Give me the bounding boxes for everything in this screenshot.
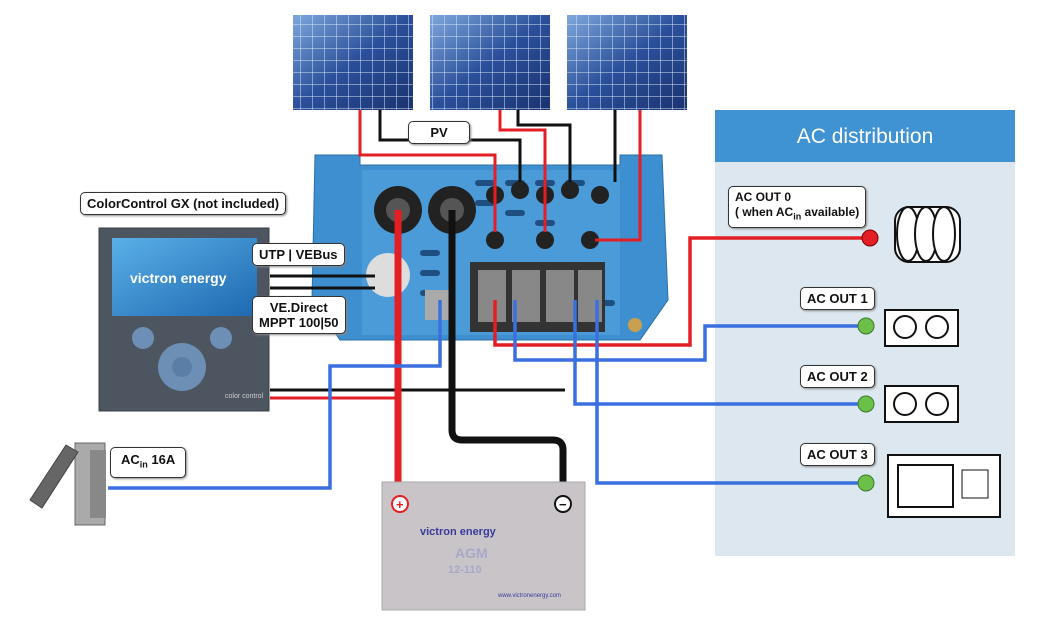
pv-wires xyxy=(358,110,642,242)
battery-model-type: AGM xyxy=(455,545,488,561)
shore-power-inlet-icon xyxy=(29,442,106,526)
microwave-icon xyxy=(887,454,1001,518)
battery-website: www.victronenergy.com xyxy=(497,593,561,599)
socket-2-icon xyxy=(884,385,959,423)
ac-out-2-label: AC OUT 2 xyxy=(800,365,875,388)
solar-panel-1 xyxy=(293,15,413,110)
ac-out-2-terminal xyxy=(857,395,875,413)
pv-label: PV xyxy=(408,121,470,144)
battery-negative-terminal: − xyxy=(559,497,567,512)
ac-out-3-label: AC OUT 3 xyxy=(800,443,875,466)
drum-load-icon xyxy=(894,206,961,263)
ac-out-0-title: AC OUT 0 xyxy=(735,190,792,204)
colorcontrol-label: ColorControl GX (not included) xyxy=(80,192,287,215)
utp-vebus-label: UTP | VEBus xyxy=(252,243,345,266)
battery-positive-terminal: + xyxy=(396,497,404,512)
ac-out-1-label: AC OUT 1 xyxy=(800,287,875,310)
vedirect-line-2: MPPT 100|50 xyxy=(259,315,339,330)
color-control-gx-device xyxy=(98,227,270,412)
ac-out-0-terminal xyxy=(861,229,879,247)
ac-out-3-terminal xyxy=(857,474,875,492)
vedirect-line-1: VE.Direct xyxy=(269,300,328,315)
device-tagline: color control xyxy=(225,393,264,400)
dc-negative-cable xyxy=(448,210,567,505)
acin-label: ACin 16A xyxy=(110,447,187,478)
vedirect-label: VE.Direct MPPT 100|50 xyxy=(252,296,346,334)
acin-suffix: 16A xyxy=(147,452,176,467)
gx-cables xyxy=(270,274,565,400)
battery-brand: victron energy xyxy=(420,526,497,538)
ac-out-0-note: ( when ACin available) xyxy=(735,205,859,224)
ac-wires xyxy=(108,236,870,490)
ac-out-0-label: AC OUT 0 ( when ACin available) xyxy=(728,186,867,229)
agm-battery xyxy=(381,481,586,611)
battery-model-number: 12-110 xyxy=(448,564,482,576)
acin-sub: in xyxy=(139,459,148,470)
ac-distribution-title: AC distribution xyxy=(715,110,1015,162)
acin-prefix: AC xyxy=(121,452,140,467)
ac-out-0-note-sub: in xyxy=(793,211,802,222)
ac-out-0-note-b: available) xyxy=(801,205,860,219)
device-brand: victron energy xyxy=(130,270,227,286)
solar-panel-2 xyxy=(430,15,550,110)
solar-panel-3 xyxy=(567,15,687,110)
inverter-charger xyxy=(311,154,669,341)
socket-1-icon xyxy=(884,309,959,347)
ac-out-0-note-a: ( when AC xyxy=(735,205,794,219)
ac-out-1-terminal xyxy=(857,317,875,335)
